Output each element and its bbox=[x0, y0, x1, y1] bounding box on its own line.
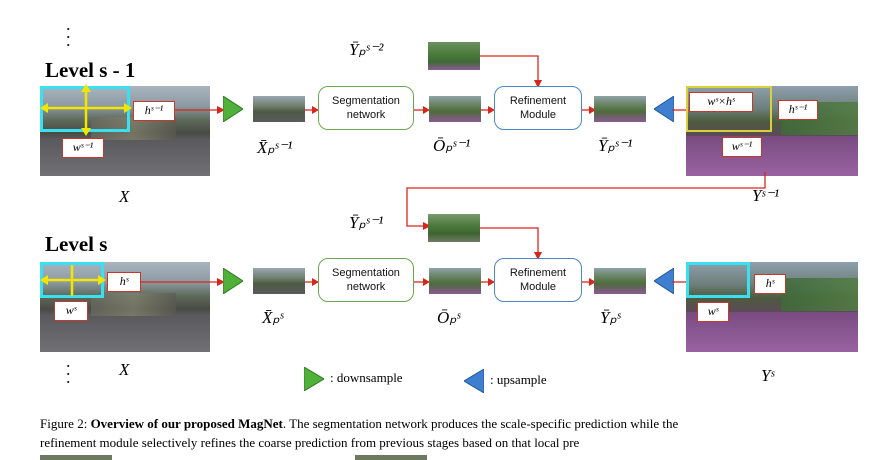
h-label-lower: hˢ bbox=[107, 272, 141, 292]
legend-downsample-icon bbox=[304, 367, 324, 391]
segmentation-network-upper: Segmentation network bbox=[318, 86, 414, 130]
bottom-strip-left bbox=[40, 455, 112, 460]
ref-label-line2: Module bbox=[519, 281, 557, 293]
level-lower-label: Level s bbox=[45, 232, 108, 256]
upsample-triangle-upper bbox=[654, 96, 674, 122]
prev-prediction-mid bbox=[428, 214, 480, 242]
arrow-output-to-ref-lower bbox=[481, 278, 495, 286]
level-upper-label: Level s - 1 bbox=[45, 58, 136, 82]
downsample-triangle-upper bbox=[223, 96, 243, 122]
arrow-seg-to-output-lower bbox=[414, 278, 430, 286]
ref-label-line1: Refinement bbox=[509, 267, 567, 279]
obar-label-upper: Ōₚˢ⁻¹ bbox=[433, 136, 471, 155]
h-label-right-upper: hˢ⁻¹ bbox=[778, 100, 818, 120]
bottom-ellipsis-dots: ... bbox=[66, 351, 71, 387]
legend-upsample-label: : upsample bbox=[490, 372, 547, 387]
ybar-label-mid-input: Ȳₚˢ⁻¹ bbox=[349, 213, 384, 232]
obar-label-lower: Ōₚˢ bbox=[437, 308, 461, 327]
xbar-label-lower: X̄ₚˢ bbox=[262, 308, 284, 327]
refined-output-upper bbox=[594, 96, 646, 122]
ybar-label-upper-out: Ȳₚˢ⁻¹ bbox=[598, 136, 633, 155]
caption-text-line2: refinement module selectively refines th… bbox=[40, 435, 580, 450]
downsampled-image-upper bbox=[253, 96, 305, 122]
arrow-to-seg-upper bbox=[305, 106, 319, 114]
patch-window-upper bbox=[686, 86, 772, 132]
w-label-lower: wˢ bbox=[54, 301, 88, 321]
segmentation-network-lower: Segmentation network bbox=[318, 258, 414, 302]
patch-window-lower bbox=[686, 262, 750, 298]
ref-label-line1: Refinement bbox=[509, 95, 567, 107]
w-label-right-upper: wˢ⁻¹ bbox=[722, 137, 762, 157]
seg-label-line2: network bbox=[346, 281, 386, 293]
bottom-strip-right bbox=[355, 455, 427, 460]
caption-text-line1: . The segmentation network produces the … bbox=[282, 416, 679, 431]
h-label-upper: hˢ⁻¹ bbox=[133, 101, 175, 121]
x-label-lower: X bbox=[119, 360, 130, 379]
arrow-prev-to-ref-upper bbox=[480, 55, 542, 88]
arrow-to-seg-lower bbox=[305, 278, 319, 286]
upsample-triangle-lower bbox=[654, 268, 674, 294]
top-ellipsis-dots: ... bbox=[66, 14, 71, 50]
x-label-upper: X bbox=[119, 187, 130, 206]
seg-label-line1: Segmentation bbox=[332, 267, 400, 279]
caption-bold: Overview of our proposed MagNet bbox=[90, 416, 283, 431]
ybar-label-top-input: Ȳₚˢ⁻² bbox=[349, 40, 384, 59]
seg-output-upper bbox=[429, 96, 481, 122]
legend-upsample-icon bbox=[464, 369, 484, 393]
figure-caption: Figure 2: Overview of our proposed MagNe… bbox=[40, 414, 865, 452]
seg-output-lower bbox=[429, 268, 481, 294]
arrow-ref-to-out-upper bbox=[582, 106, 596, 114]
arrow-seg-to-output-upper bbox=[414, 106, 430, 114]
arrow-prev-to-ref-lower bbox=[480, 227, 542, 260]
arrow-to-downsample-upper bbox=[175, 106, 225, 114]
arrow-ref-to-out-lower bbox=[582, 278, 596, 286]
ybar-label-lower-out: Ȳₚˢ bbox=[600, 308, 621, 327]
caption-prefix: Figure 2: bbox=[40, 416, 91, 431]
xbar-label-upper: X̄ₚˢ⁻¹ bbox=[257, 138, 293, 157]
legend-downsample-label: : downsample bbox=[330, 370, 403, 385]
h-label-right-lower: hˢ bbox=[754, 274, 786, 294]
ref-label-line2: Module bbox=[519, 109, 557, 121]
prev-prediction-top bbox=[428, 42, 480, 70]
w-label-upper: wˢ⁻¹ bbox=[62, 138, 104, 158]
seg-label-line2: network bbox=[346, 109, 386, 121]
downsample-triangle-lower bbox=[223, 268, 243, 294]
arrow-from-output-upper bbox=[672, 109, 688, 111]
arrow-to-downsample-lower bbox=[141, 278, 225, 286]
y-label-lower: Yˢ bbox=[761, 366, 775, 385]
crop-size-arrows-lower bbox=[40, 265, 106, 296]
y-label-upper: Yˢ⁻¹ bbox=[752, 186, 780, 205]
wh-label-upper: wˢ×hˢ bbox=[689, 92, 753, 112]
downsampled-image-lower bbox=[253, 268, 305, 294]
w-label-right-lower: wˢ bbox=[697, 302, 729, 322]
seg-label-line1: Segmentation bbox=[332, 95, 400, 107]
connector-upper-to-lower bbox=[406, 172, 766, 230]
arrow-output-to-ref-upper bbox=[481, 106, 495, 114]
refined-output-lower bbox=[594, 268, 646, 294]
crop-size-arrows-upper bbox=[40, 84, 132, 136]
arrow-from-output-lower bbox=[672, 281, 688, 283]
